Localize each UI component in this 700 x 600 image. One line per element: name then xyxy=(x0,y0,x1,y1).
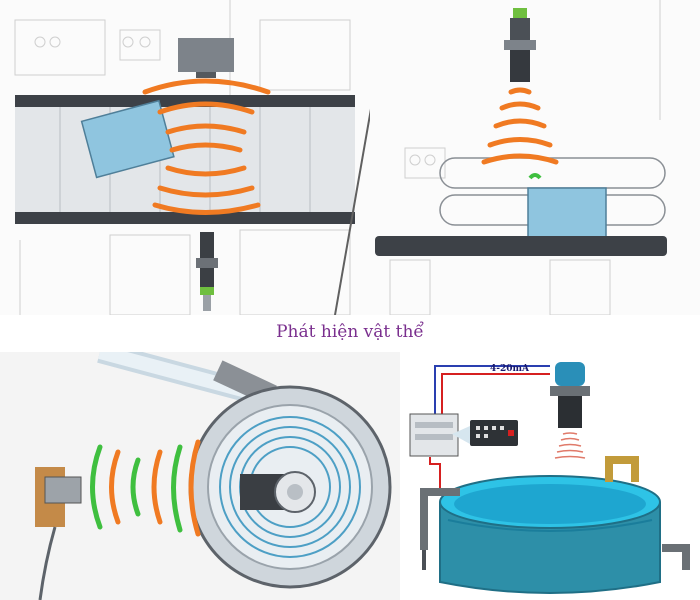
display-panel-icon xyxy=(470,420,518,446)
film-roll-icon xyxy=(188,385,392,589)
side-sensor-icon xyxy=(35,467,82,600)
sound-wave-icon xyxy=(90,439,201,537)
level-sensor-icon xyxy=(550,362,590,428)
sound-wave-icon xyxy=(142,78,271,215)
water-tank-icon xyxy=(439,475,661,594)
ceiling-sensor-icon xyxy=(178,38,234,72)
proximity-sensor-icon xyxy=(196,232,218,311)
pipe-icon xyxy=(420,456,690,570)
box-icon xyxy=(527,187,607,239)
ultrasonic-sensor-icon xyxy=(504,8,536,82)
tank-level-panel xyxy=(400,352,700,600)
conveyor-top-rail xyxy=(15,95,355,107)
overhead-detection-panel xyxy=(370,0,700,315)
controller-icon xyxy=(409,413,459,457)
sound-wave-icon xyxy=(554,432,586,459)
signal-current-label: 4-20mA xyxy=(490,364,530,374)
box-icon xyxy=(80,99,175,179)
conveyor-belt-icon xyxy=(375,236,667,256)
conveyor-detection-panel xyxy=(0,0,390,315)
sound-wave-icon xyxy=(481,87,559,165)
roll-diameter-panel xyxy=(0,352,400,600)
conveyor-bottom-rail xyxy=(15,212,355,224)
page-caption: Phát hiện vật thể xyxy=(276,322,424,342)
